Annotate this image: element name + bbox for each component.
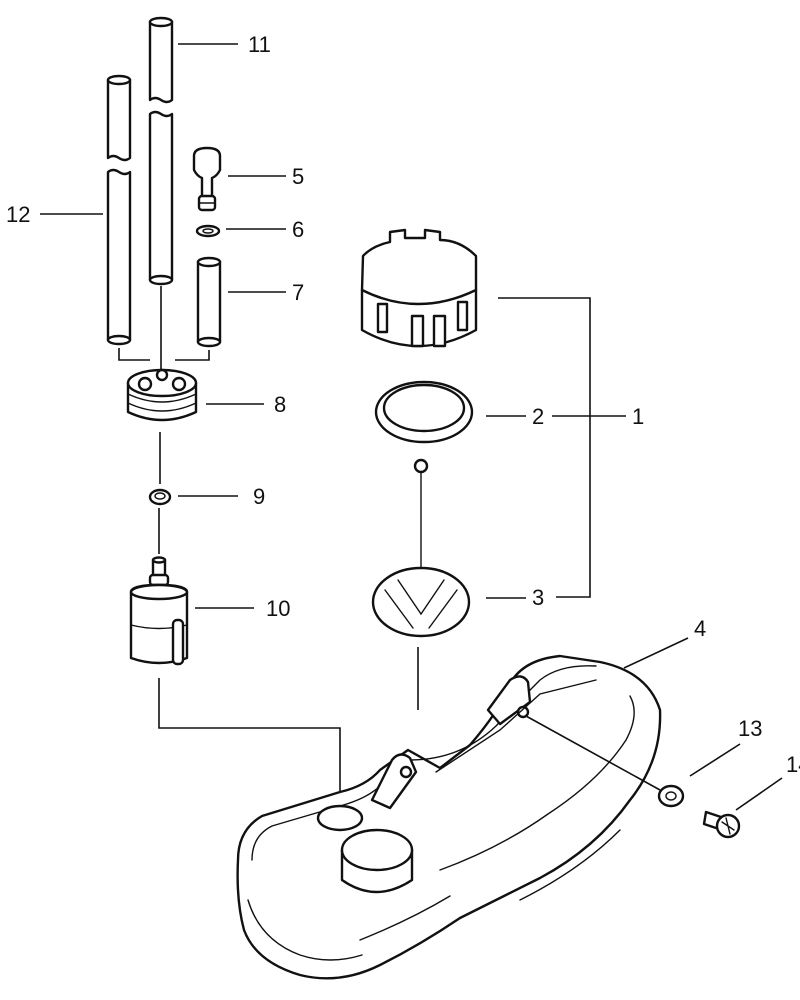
callout-4: 4 [694, 616, 706, 641]
part-14-screw [702, 810, 741, 839]
part-13-washer [657, 784, 685, 808]
line-10-to-tank [158, 678, 341, 820]
callout-1: 1 [632, 404, 644, 429]
callout-3: 3 [532, 585, 544, 610]
part-12-fuel-line [106, 74, 132, 346]
part-2-gasket [374, 380, 474, 444]
callout-10: 10 [266, 596, 290, 621]
part-10-fuel-filter [129, 556, 189, 666]
part-3-cap-strainer [371, 458, 471, 638]
callout-13: 13 [738, 716, 762, 741]
callout-5: 5 [292, 164, 304, 189]
part-5-fitting [192, 146, 222, 212]
leader-lines [40, 43, 783, 811]
callout-6: 6 [292, 217, 304, 242]
part-1-fuel-cap [360, 228, 478, 348]
part-4-fuel-tank [236, 654, 662, 980]
callout-8: 8 [274, 392, 286, 417]
tube-routing-lines [118, 286, 210, 372]
callout-14: 14 [786, 752, 800, 777]
callout-2: 2 [532, 404, 544, 429]
callout-11: 11 [248, 32, 271, 57]
line-tank-to-washer [525, 715, 661, 791]
callout-12: 12 [6, 202, 30, 227]
part-7-fuel-line [196, 256, 222, 348]
part-11-fuel-line [148, 16, 174, 286]
part-6-o-ring [195, 224, 221, 238]
callout-7: 7 [292, 280, 304, 305]
callout-9: 9 [253, 484, 265, 509]
part-9-ring [148, 488, 172, 506]
part-8-grommet [126, 368, 198, 422]
